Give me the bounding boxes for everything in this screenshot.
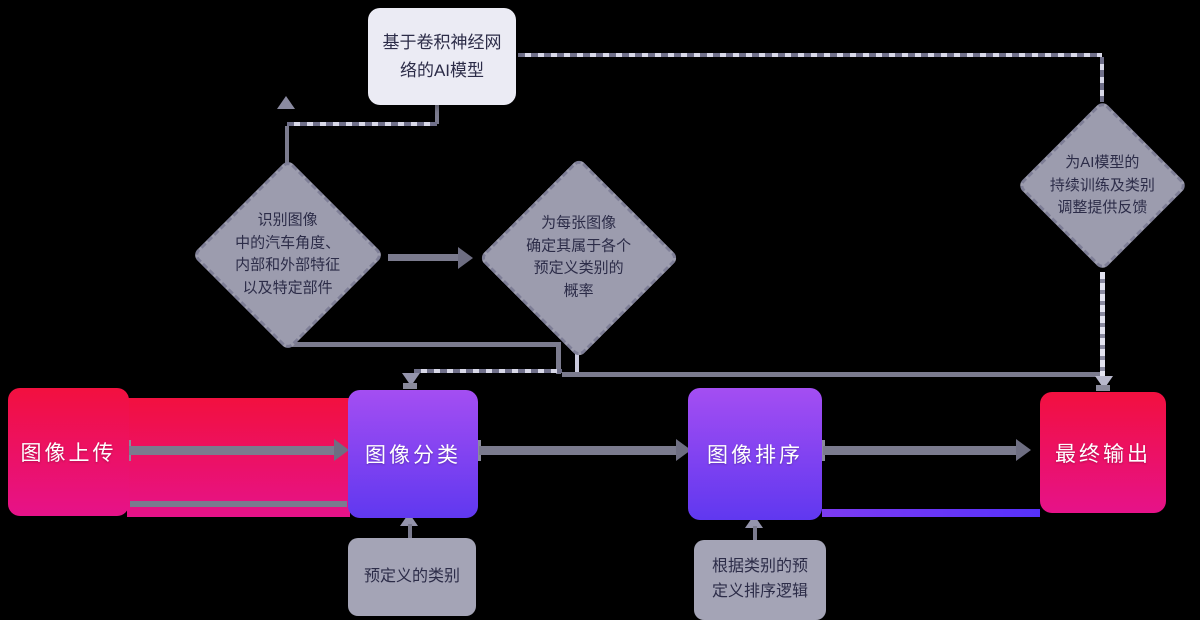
arrow-into-probability [458, 247, 473, 269]
connector-upload-to-classify-bottom [130, 501, 347, 507]
connector-recognize-top [285, 126, 289, 166]
connector-model-to-feedback-dashed [518, 53, 1102, 57]
connector-junction-to-classify-dashed [414, 369, 562, 373]
node-training-feedback[interactable]: 为AI模型的 持续训练及类别 调整提供反馈 [1016, 99, 1189, 272]
upload-to-classify-band [127, 398, 350, 517]
node-sort-logic[interactable]: 根据类别的预 定义排序逻辑 [694, 540, 826, 620]
category-probability-label: 为每张图像 确定其属于各个 预定义类别的 概率 [526, 214, 632, 300]
port-output-top [1096, 385, 1110, 391]
connector-junction-to-output [562, 372, 1103, 377]
predefined-categories-label: 预定义的类别 [363, 567, 460, 585]
arrow-into-classify-left [334, 439, 349, 461]
arrow-up-recognize [277, 96, 295, 109]
connector-probability-bottom [575, 350, 579, 374]
recognize-features-label: 识别图像 中的汽车角度、 内部和外部特征 以及特定部件 [235, 211, 341, 297]
sort-logic-label-line1: 根据类别的预 [711, 558, 808, 576]
cnn-model-label-line2: 络的AI模型 [399, 60, 485, 80]
connector-feedback-to-output-dashed [1100, 272, 1105, 376]
node-category-probability[interactable]: 为每张图像 确定其属于各个 预定义类别的 概率 [478, 157, 680, 359]
connector-sort-to-logic [753, 526, 757, 542]
node-image-classify[interactable]: 图像分类 [348, 390, 478, 518]
node-image-sort[interactable]: 图像排序 [688, 388, 822, 520]
training-feedback-label: 为AI模型的 持续训练及类别 调整提供反馈 [1049, 153, 1156, 216]
connector-model-to-recognize-dashed [287, 122, 437, 126]
node-cnn-model[interactable]: 基于卷积神经网 络的AI模型 [368, 8, 516, 105]
connector-model-down [435, 104, 439, 124]
arrow-into-sort-left [676, 439, 691, 461]
sort-to-output-band [822, 509, 1040, 517]
final-output-label: 最终输出 [1055, 442, 1151, 466]
image-upload-label: 图像上传 [20, 442, 117, 465]
node-image-upload[interactable]: 图像上传 [8, 388, 129, 516]
connector-classify-to-sort [479, 446, 679, 455]
cnn-model-label-line1: 基于卷积神经网 [382, 33, 502, 53]
image-classify-label: 图像分类 [365, 444, 461, 467]
port-classify-top [403, 383, 417, 389]
node-recognize-features[interactable]: 识别图像 中的汽车角度、 内部和外部特征 以及特定部件 [191, 158, 385, 352]
connector-recognize-bottom-v [556, 342, 561, 374]
arrow-into-classify-top [402, 373, 420, 386]
connector-sort-to-output [823, 446, 1019, 455]
connector-upload-to-classify [129, 446, 337, 455]
connector-recognize-bottom-h [288, 342, 560, 347]
arrow-into-output-left [1016, 439, 1031, 461]
sort-logic-label-line2: 定义排序逻辑 [711, 583, 808, 600]
connector-classify-to-categories [408, 524, 412, 540]
node-predefined-categories[interactable]: 预定义的类别 [348, 538, 476, 616]
node-final-output[interactable]: 最终输出 [1040, 392, 1166, 513]
connector-feedback-drop [1100, 57, 1104, 102]
image-sort-label: 图像排序 [707, 444, 803, 467]
connector-recognize-to-probability [388, 254, 460, 261]
